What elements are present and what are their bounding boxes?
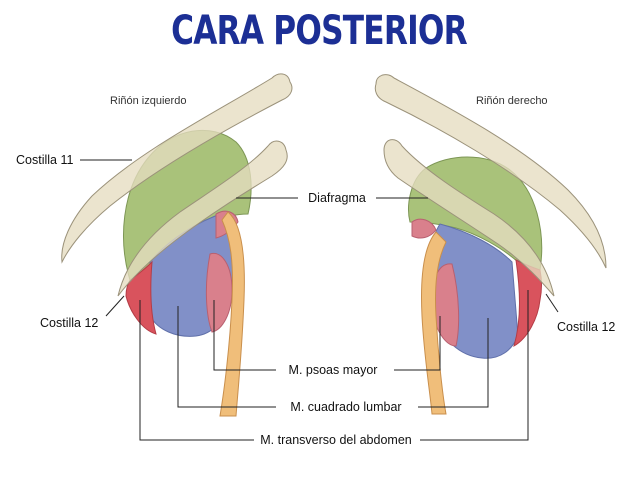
- left-rib-12: [117, 140, 288, 297]
- left-psoas-tendon: [219, 211, 245, 417]
- leader-rib12-right: [545, 293, 559, 313]
- left-kidney-group: [61, 73, 293, 417]
- label-rib12-right: Costilla 12: [557, 320, 615, 334]
- page-title: CARA POSTERIOR: [171, 8, 468, 54]
- label-diaphragm: Diafragma: [308, 191, 366, 205]
- left-psoas-region: [205, 252, 233, 333]
- label-rib11: Costilla 11: [16, 153, 73, 167]
- leader-rib12-left: [105, 295, 125, 317]
- label-rib12-left: Costilla 12: [40, 316, 98, 330]
- leader-psoas-right: [394, 316, 441, 371]
- leader-quadratus-left: [177, 306, 276, 408]
- right-psoas-upper: [411, 218, 437, 239]
- label-transversus: M. transverso del abdomen: [260, 433, 412, 447]
- label-psoas: M. psoas mayor: [289, 363, 378, 377]
- leader-transversus-right: [420, 290, 529, 441]
- label-left-kidney: Riñón izquierdo: [110, 95, 186, 107]
- left-rib-11: [61, 73, 293, 264]
- right-kidney-group: [374, 74, 607, 415]
- leader-transversus-left: [139, 300, 254, 441]
- label-right-kidney: Riñón derecho: [476, 95, 548, 107]
- leader-psoas-left: [213, 300, 276, 371]
- right-rib-11: [374, 74, 607, 269]
- left-transversus-region: [125, 260, 157, 335]
- label-quadratus: M. cuadrado lumbar: [290, 400, 401, 414]
- right-rib-12: [383, 139, 555, 297]
- leader-quadratus-right: [418, 318, 489, 408]
